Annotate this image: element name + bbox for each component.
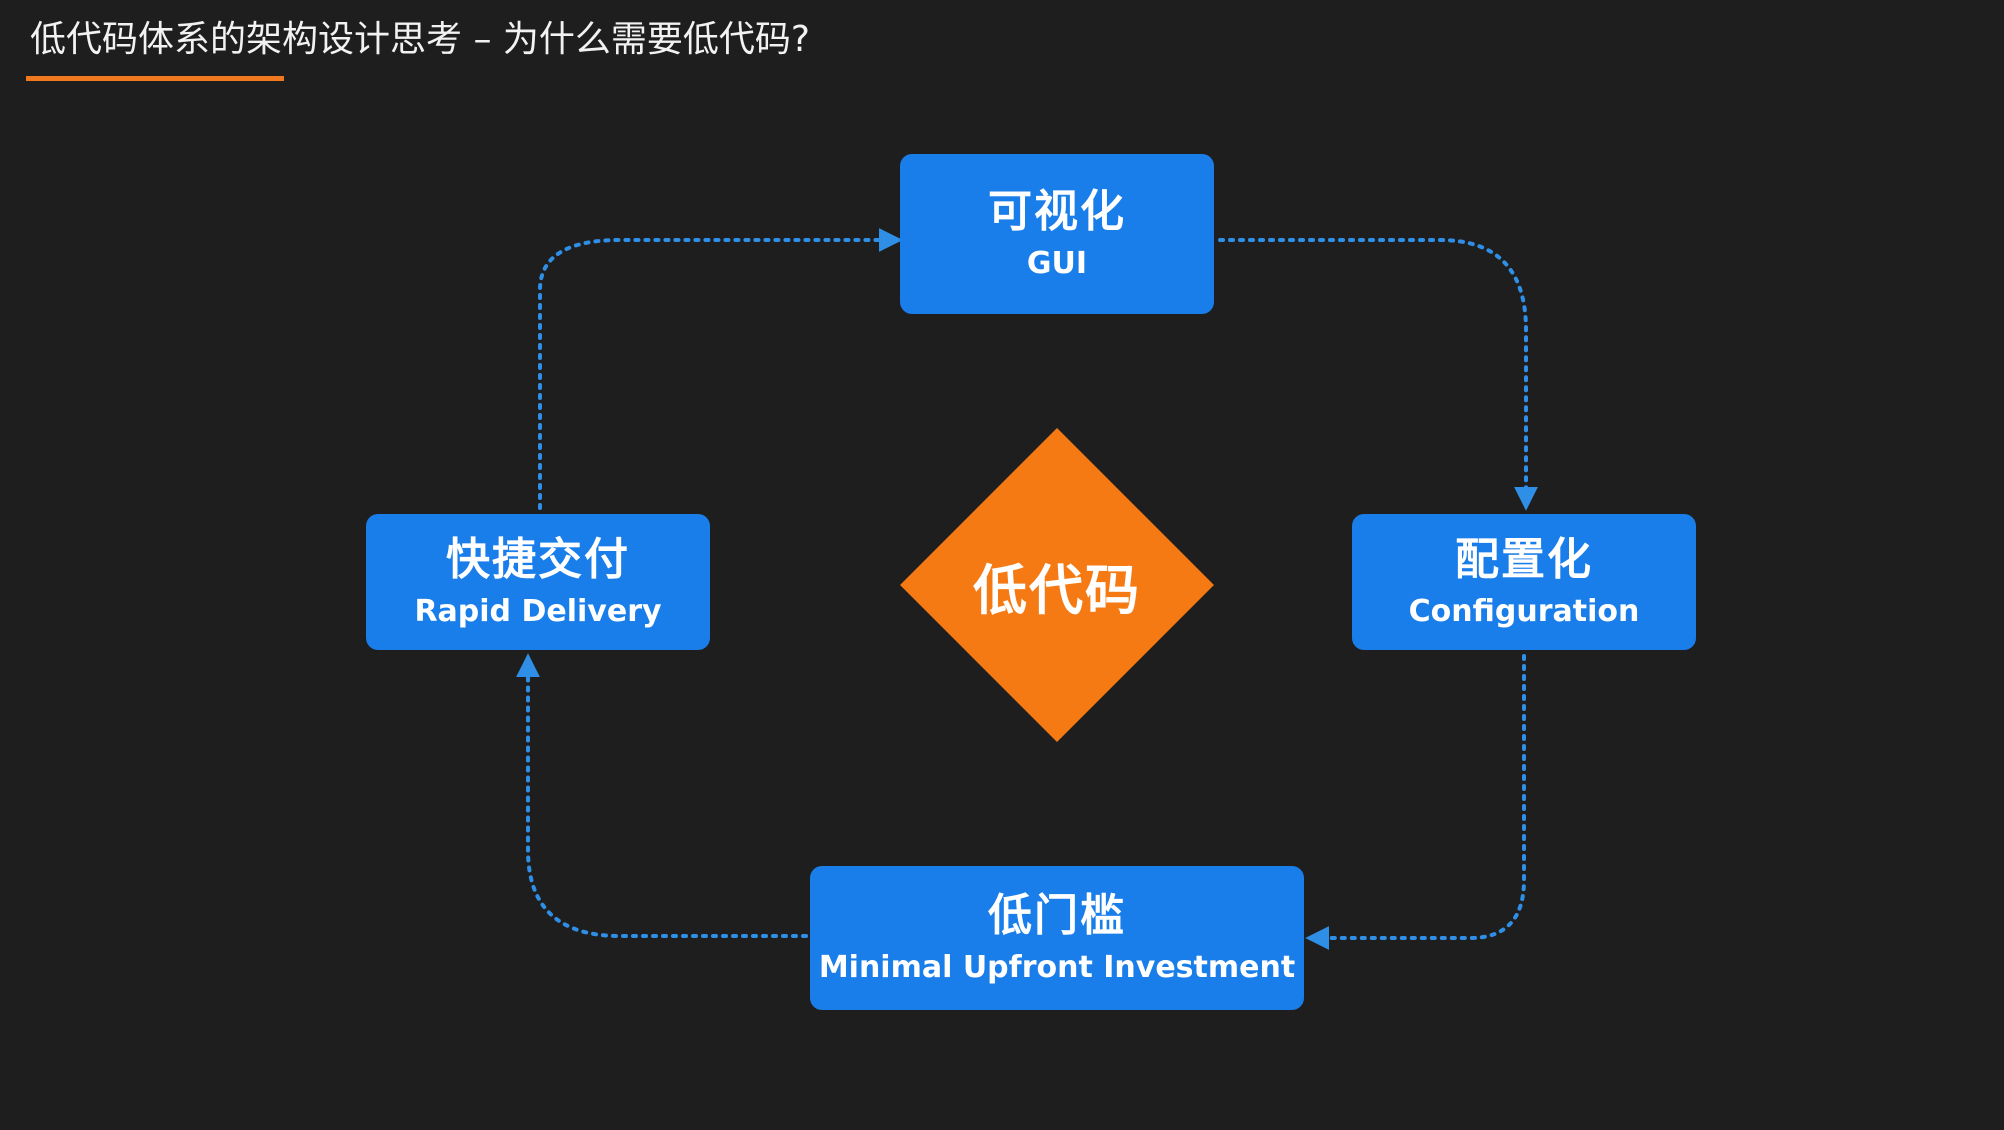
connector-gui-to-config [1218,238,1538,511]
node-rapid-delivery-en: Rapid Delivery [414,594,662,629]
node-rapid-delivery: 快捷交付 Rapid Delivery [366,514,710,650]
node-gui-en: GUI [1026,246,1088,281]
node-rapid-delivery-zh: 快捷交付 [446,534,630,585]
connector-lowbar-to-rapid [516,653,808,938]
node-gui: 可视化 GUI [900,154,1214,314]
node-configuration: 配置化 Configuration [1352,514,1696,650]
node-low-threshold-zh: 低门槛 [988,890,1126,941]
node-low-threshold-en: Minimal Upfront Investment [818,950,1296,985]
center-label: 低代码 [973,558,1141,622]
node-configuration-zh: 配置化 [1455,534,1593,585]
node-low-threshold: 低门槛 Minimal Upfront Investment [810,866,1304,1010]
page-title: 低代码体系的架构设计思考 – 为什么需要低代码? [30,19,810,60]
title-underline [26,76,284,81]
node-gui-zh: 可视化 [988,186,1126,237]
connector-config-to-lowbar [1305,654,1526,950]
node-configuration-en: Configuration [1408,594,1640,629]
connector-rapid-to-gui [538,228,903,510]
